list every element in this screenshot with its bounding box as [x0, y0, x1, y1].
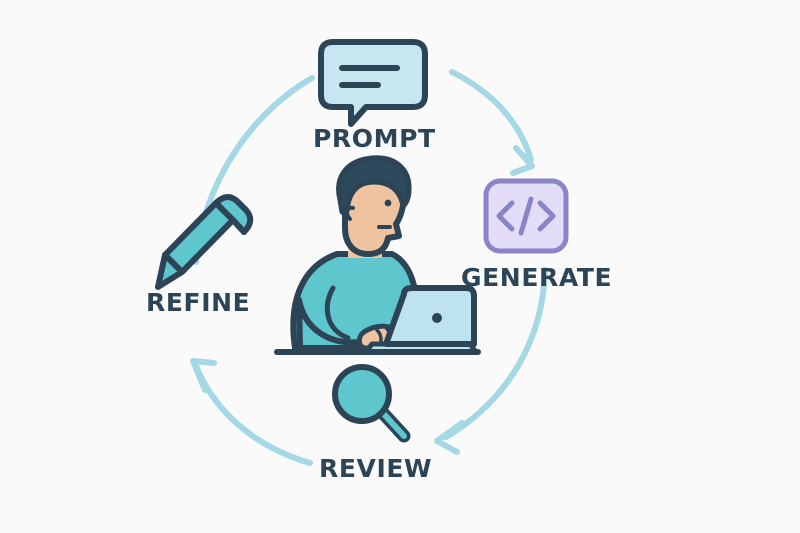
speech-bubble-icon: [318, 39, 428, 127]
stage-label-refine: REFINE: [146, 288, 251, 317]
stage-label-review: REVIEW: [319, 454, 433, 483]
arrow-review-to-refine: [190, 358, 313, 466]
arrow-generate-to-review: [434, 267, 548, 455]
arrow-prompt-to-generate: [449, 69, 535, 176]
magnifying-glass-icon: [332, 364, 411, 443]
code-brackets-icon: [483, 178, 569, 254]
pencil-icon: [155, 194, 254, 290]
person-at-laptop-illustration: [274, 155, 481, 355]
stage-label-generate: GENERATE: [461, 263, 613, 292]
cycle-arrows: [190, 69, 548, 466]
stage-label-prompt: PROMPT: [313, 124, 436, 153]
